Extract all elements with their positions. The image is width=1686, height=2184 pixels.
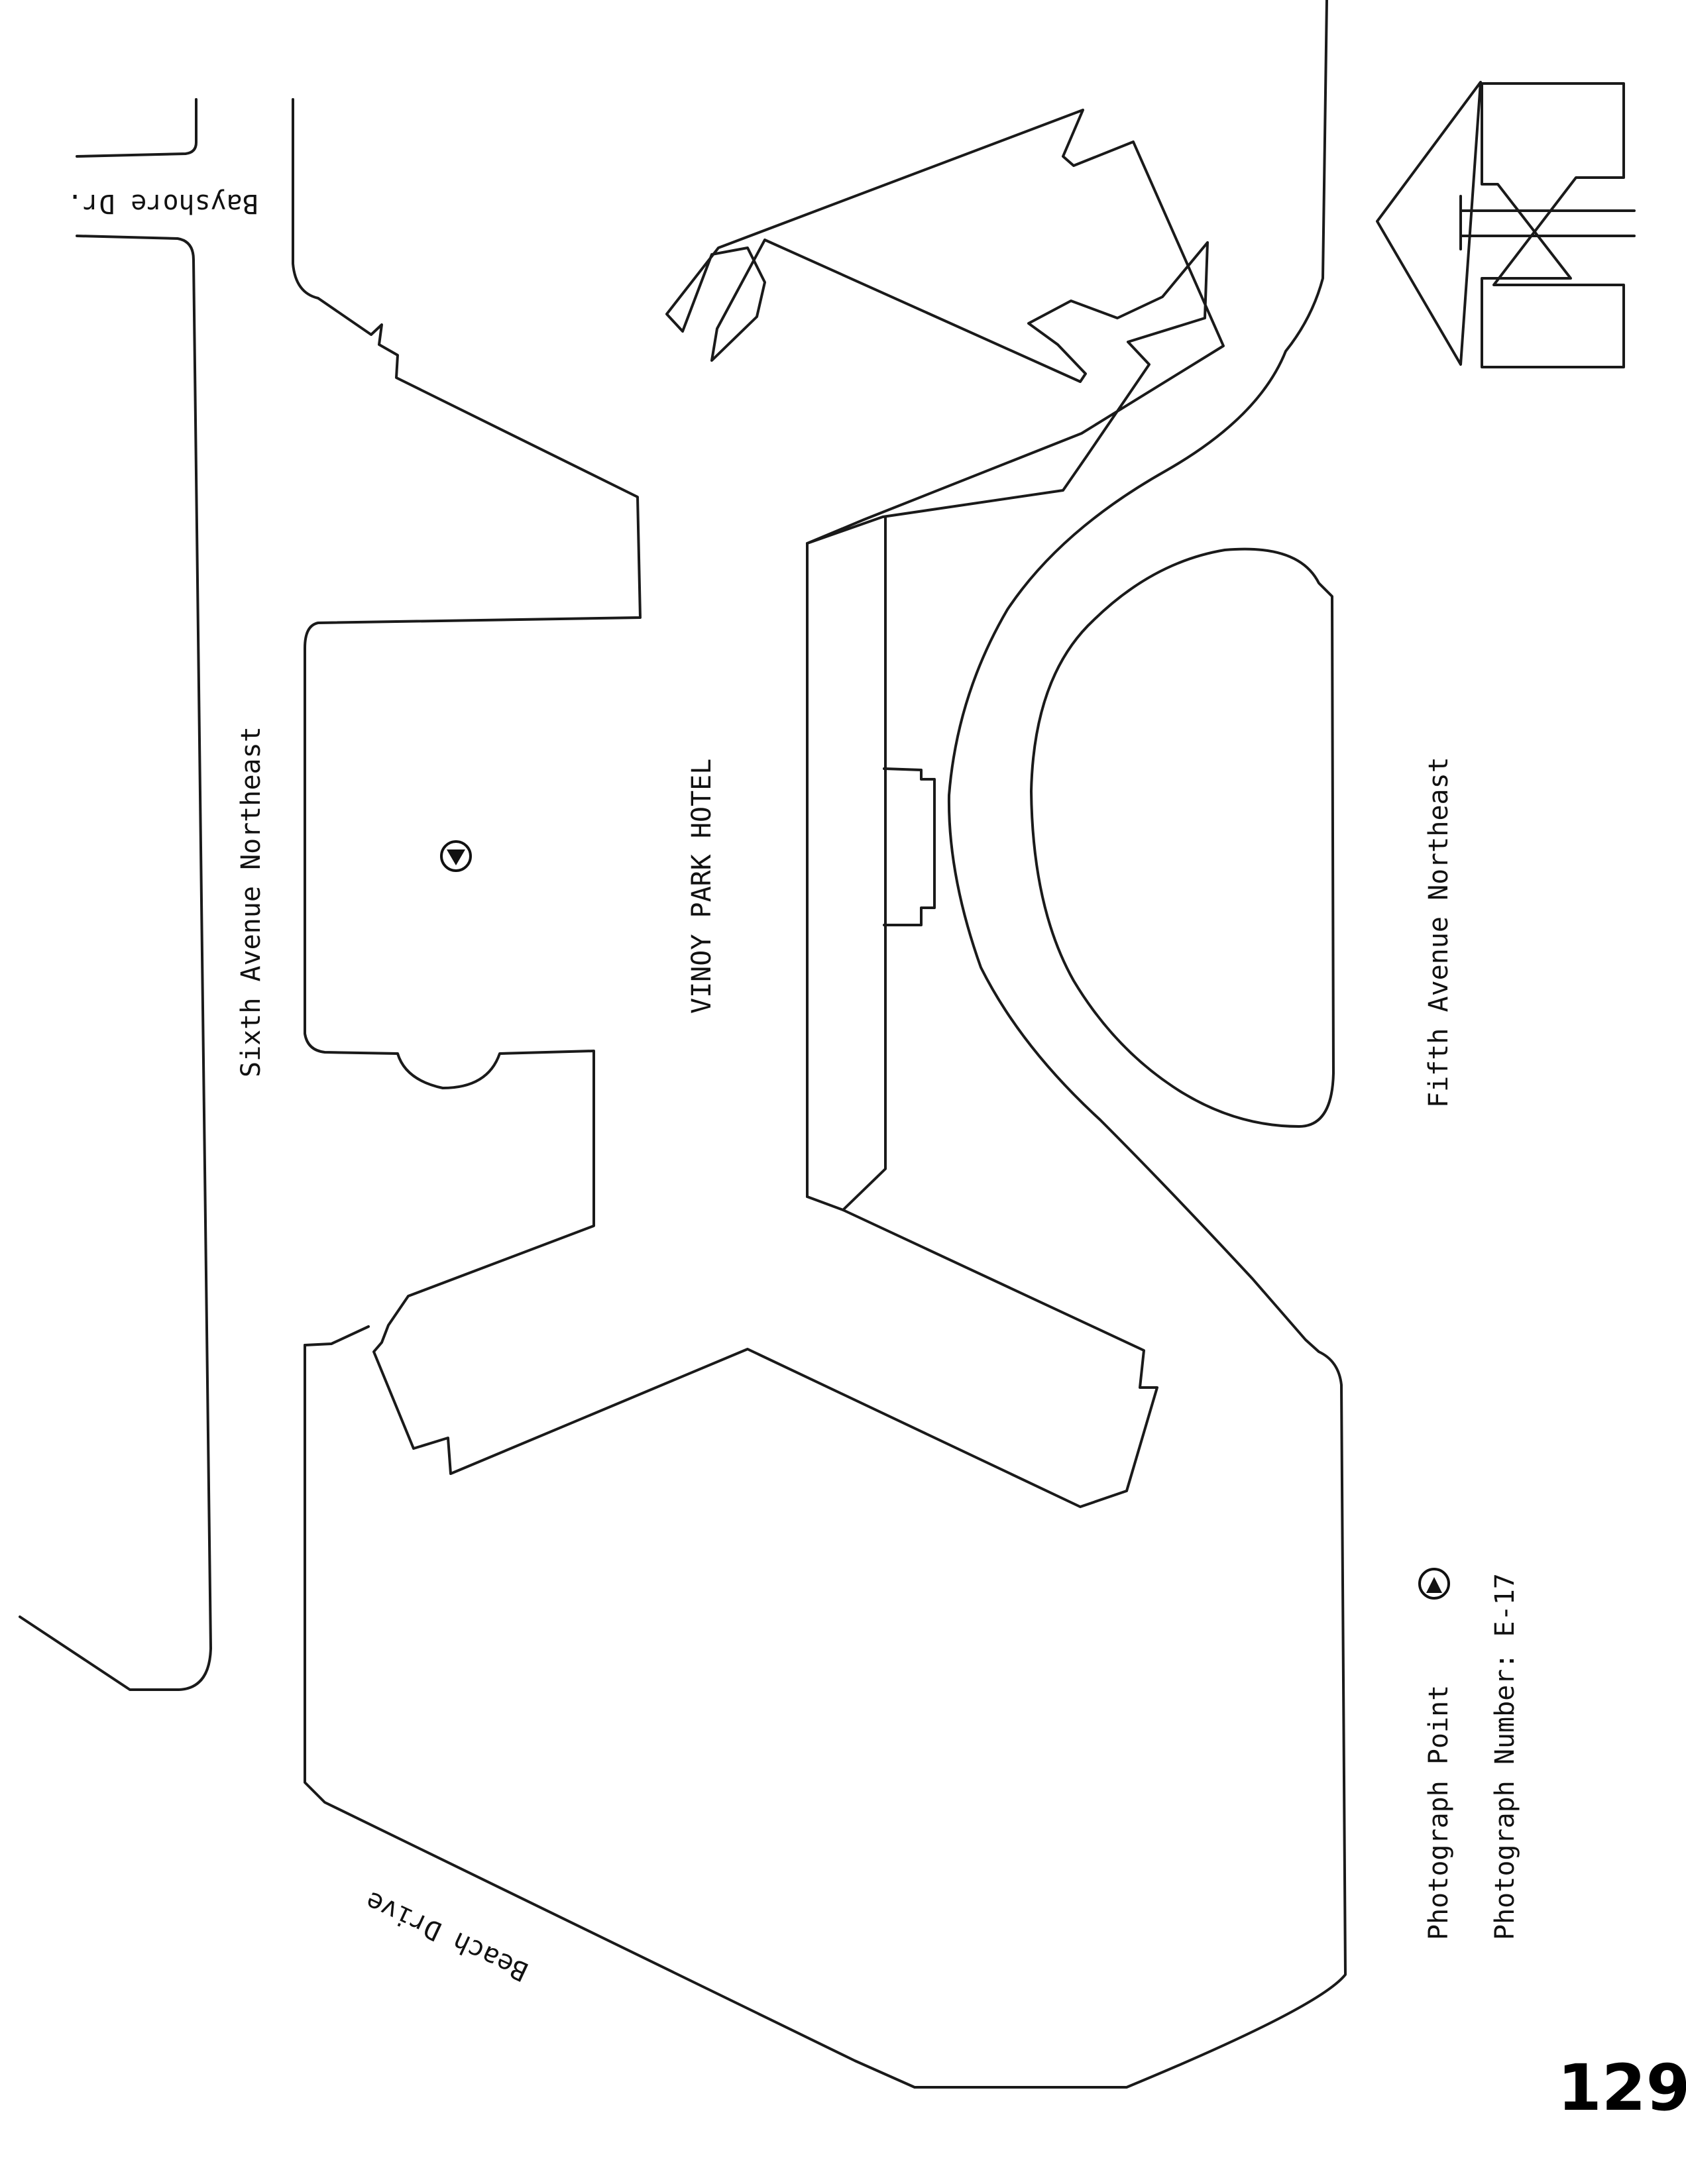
hotel-building-outline xyxy=(292,0,1347,2089)
legend-photograph-number: Photograph Number: E-17 xyxy=(1490,1573,1520,1940)
legend-photograph-point: Photograph Point xyxy=(1424,1685,1454,1940)
sixth-avenue-label: Sixth Avenue Northeast xyxy=(236,726,266,1077)
beach-drive-label: Beach Drive xyxy=(361,1885,534,1987)
hotel-name-label: VINOY PARK HOTEL xyxy=(687,759,717,1014)
legend-photograph-point-icon xyxy=(1418,1568,1450,1600)
sixth-avenue-road xyxy=(19,98,212,1691)
bayshore-label: Bayshore Dr. xyxy=(67,188,258,219)
oval-lawn xyxy=(1030,547,1335,1128)
north-arrow-icon xyxy=(1376,81,1636,368)
page-number: 129 xyxy=(1557,2051,1686,2125)
fifth-avenue-label: Fifth Avenue Northeast xyxy=(1424,757,1454,1108)
photograph-point-icon xyxy=(440,840,472,872)
